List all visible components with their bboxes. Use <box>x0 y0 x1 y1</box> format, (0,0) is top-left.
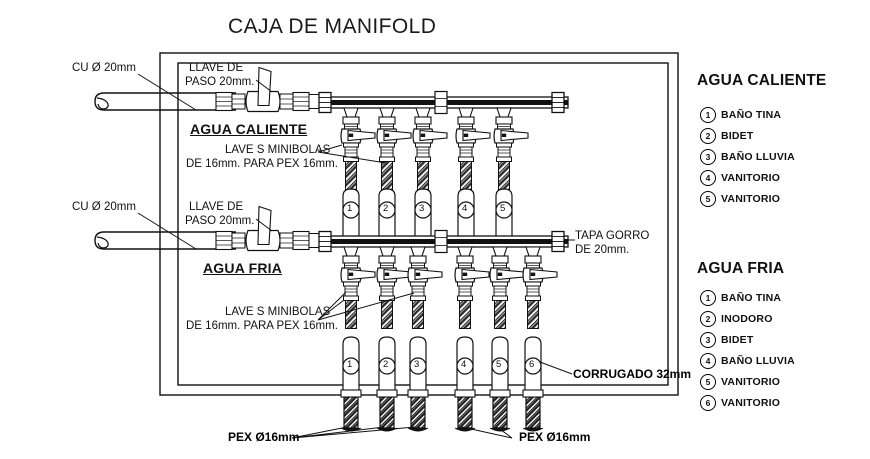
cold-outlet-number: 2 <box>383 359 389 370</box>
legend-label: BIDET <box>721 130 754 142</box>
hot-outlet-number-circles <box>342 201 513 219</box>
label-minibolas-top-line2: DE 16mm. PARA PEX 16mm. <box>186 158 338 170</box>
legend-item-cold-1: 1 BAÑO TINA <box>700 290 781 306</box>
legend-item-hot-3: 3 BAÑO LLUVIA <box>700 149 795 165</box>
legend-label: VANITORIO <box>721 172 781 184</box>
legend-number: 3 <box>700 332 716 348</box>
hot-supply-pipe <box>94 92 236 111</box>
label-cu-bottom: CU Ø 20mm <box>72 201 136 213</box>
label-cu-top: CU Ø 20mm <box>72 62 136 74</box>
label-llave-paso-top-line1: LLAVE DE <box>189 62 244 74</box>
label-minibolas-bottom-line1: LAVE S MINIBOLAS <box>225 306 331 318</box>
cold-outlet-number: 5 <box>496 359 502 370</box>
hot-outlet-number: 5 <box>500 203 506 214</box>
legend-number: 3 <box>700 149 716 165</box>
section-title-hot: AGUA CALIENTE <box>190 121 308 137</box>
legend-label: VANITORIO <box>721 397 781 409</box>
legend-number: 4 <box>700 353 716 369</box>
legend-heading-cold: AGUA FRIA <box>697 260 785 277</box>
legend-number: 5 <box>700 191 716 207</box>
label-tapa-gorro-line1: TAPA GORRO <box>575 230 650 242</box>
cold-supply-pipe <box>94 231 236 250</box>
legend-label: BAÑO TINA <box>721 109 782 121</box>
legend-item-hot-2: 2 BIDET <box>700 128 754 144</box>
cold-conduit-sleeves <box>342 336 542 392</box>
cold-outlet-assemblies <box>340 246 558 330</box>
legend-number: 6 <box>700 395 716 411</box>
hot-outlet-number: 2 <box>383 203 389 214</box>
label-llave-paso-bottom-line1: LLAVE DE <box>189 201 244 213</box>
cold-outlet-number: 6 <box>529 359 535 370</box>
cold-manifold-header <box>318 229 569 254</box>
legend-label: VANITORIO <box>721 376 781 388</box>
legend-number: 1 <box>700 290 716 306</box>
legend-item-cold-3: 3 BIDET <box>700 332 754 348</box>
label-llave-paso-top-line2: PASO 20mm. <box>185 76 255 88</box>
legend-number: 1 <box>700 107 716 123</box>
label-minibolas-bottom-line2: DE 16mm. PARA PEX 16mm. <box>186 320 338 332</box>
label-tapa-gorro-line2: DE 20mm. <box>575 244 630 256</box>
legend-heading-hot: AGUA CALIENTE <box>697 72 827 89</box>
legend-item-cold-6: 6 VANITORIO <box>700 395 780 411</box>
leader-lines <box>137 73 575 439</box>
legend-number: 5 <box>700 374 716 390</box>
legend-item-hot-5: 5 VANITORIO <box>700 191 780 207</box>
legend-number: 2 <box>700 311 716 327</box>
label-llave-paso-bottom-line2: PASO 20mm. <box>185 215 255 227</box>
cold-outlet-number-circles <box>342 357 542 375</box>
legend-label: BIDET <box>721 334 754 346</box>
section-title-cold: AGUA FRIA <box>203 260 283 276</box>
hot-outlet-number: 1 <box>347 203 353 214</box>
legend-label: BAÑO TINA <box>721 292 782 304</box>
legend-item-hot-1: 1 BAÑO TINA <box>700 107 781 123</box>
hot-outlet-assemblies <box>340 107 529 191</box>
legend-number: 2 <box>700 128 716 144</box>
label-corrugado: CORRUGADO 32mm <box>573 367 692 381</box>
hot-manifold-header <box>318 90 569 115</box>
hot-outlet-number: 3 <box>419 203 425 214</box>
legend-number: 4 <box>700 170 716 186</box>
legend-item-cold-4: 4 BAÑO LLUVIA <box>700 353 795 369</box>
label-pex-left: PEX Ø16mm <box>228 430 300 444</box>
pex-tubes-bottom <box>340 389 544 432</box>
label-minibolas-top-line1: LAVE S MINIBOLAS <box>225 144 331 156</box>
legend-label: VANITORIO <box>721 193 781 205</box>
legend-item-cold-2: 2 INODORO <box>700 311 773 327</box>
page-title: CAJA DE MANIFOLD <box>228 15 437 38</box>
cold-outlet-number: 1 <box>347 359 353 370</box>
label-pex-right: PEX Ø16mm <box>519 430 591 444</box>
legend-label: BAÑO LLUVIA <box>721 151 795 163</box>
cold-outlet-number: 4 <box>461 359 467 370</box>
legend-label: INODORO <box>721 313 773 325</box>
legend-label: BAÑO LLUVIA <box>721 355 795 367</box>
legend-item-cold-5: 5 VANITORIO <box>700 374 780 390</box>
hot-outlet-number: 4 <box>462 203 468 214</box>
legend-item-hot-4: 4 VANITORIO <box>700 170 780 186</box>
cold-outlet-number: 3 <box>414 359 420 370</box>
